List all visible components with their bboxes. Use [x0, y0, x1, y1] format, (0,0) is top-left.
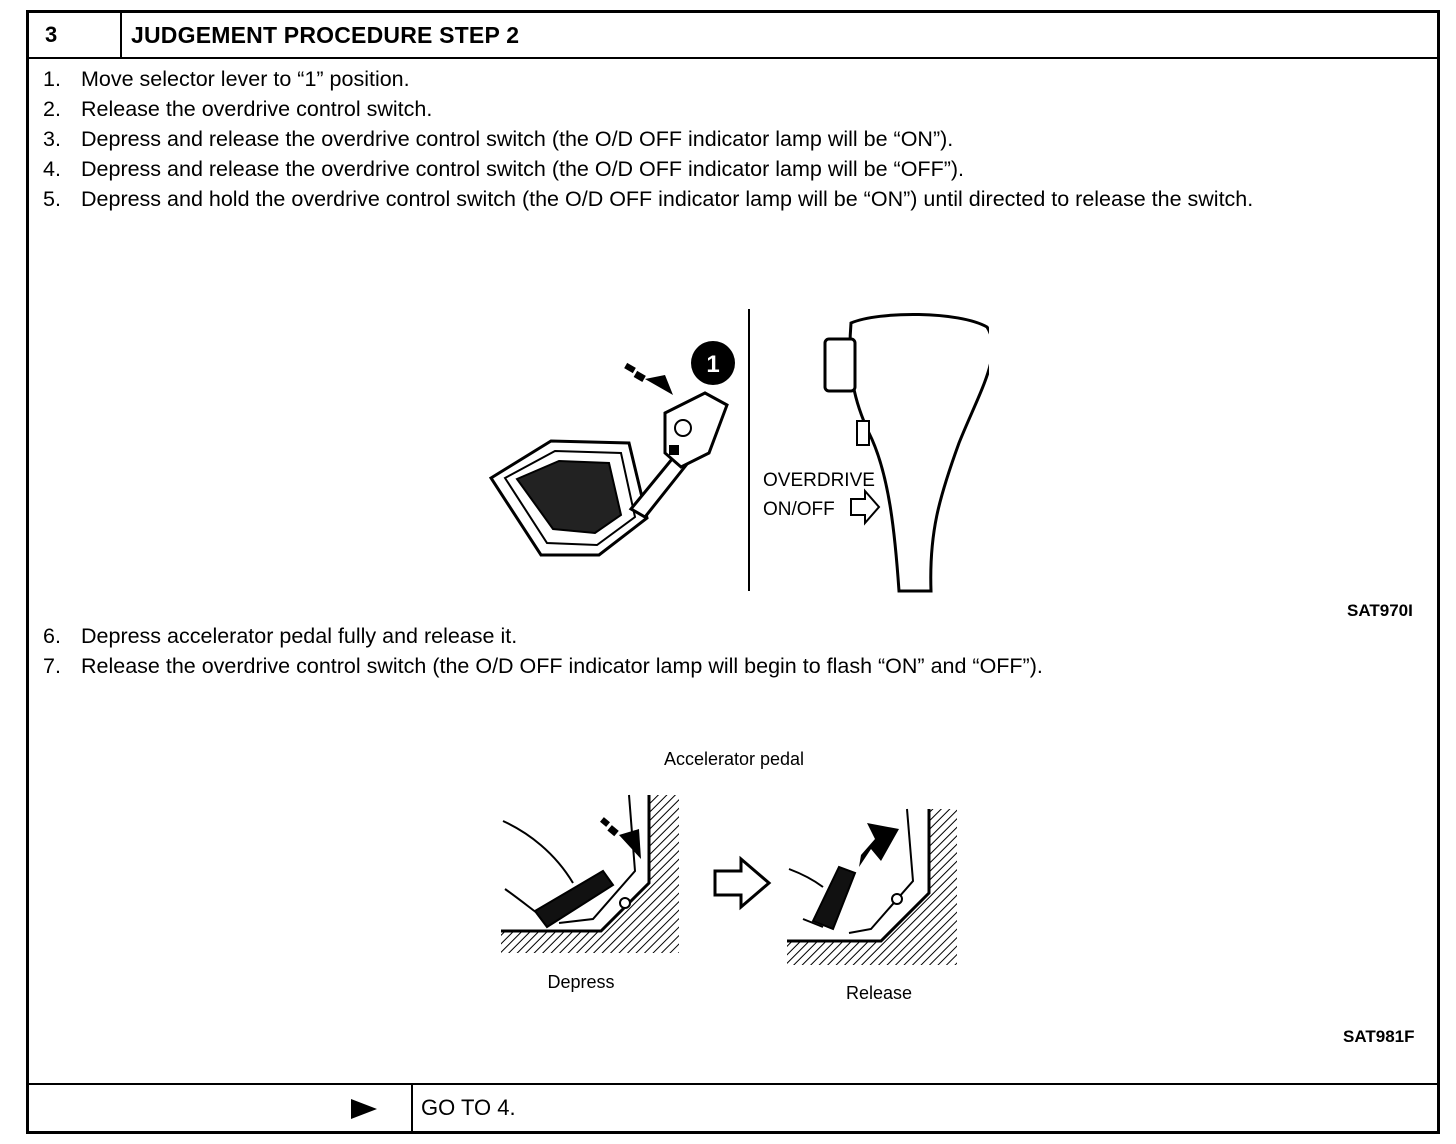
- step-num: 4.: [43, 157, 61, 181]
- list-item: 1. Move selector lever to “1” position.: [43, 64, 1421, 94]
- accelerator-pedal-figure: Accelerator pedal Depress Release: [501, 749, 957, 1003]
- depress-label: Depress: [547, 972, 614, 992]
- step-text: Depress and hold the overdrive control s…: [81, 187, 1254, 211]
- figure-code: SAT981F: [1343, 1027, 1415, 1046]
- list-item: 6. Depress accelerator pedal fully and re…: [43, 621, 1421, 651]
- play-arrow-icon: [351, 1099, 377, 1119]
- transition-arrow-icon: [713, 855, 772, 911]
- table-header: 3 JUDGEMENT PROCEDURE STEP 2: [29, 13, 1437, 59]
- list-item: 4. Depress and release the overdrive cont…: [43, 154, 1421, 184]
- step-number: 3: [29, 13, 122, 57]
- pedal-pressed-icon: [533, 869, 615, 929]
- step-text: Move selector lever to “1” position.: [81, 67, 410, 91]
- step-text: Release the overdrive control switch (th…: [81, 654, 1043, 678]
- knob-button-icon: [823, 337, 857, 393]
- pedal-released-icon: [811, 865, 857, 931]
- step-num: 5.: [43, 187, 61, 211]
- list-item: 2. Release the overdrive control switch.: [43, 94, 1421, 124]
- list-item: 5. Depress and hold the overdrive control…: [43, 184, 1421, 214]
- step-num: 7.: [43, 654, 61, 678]
- step-list-2: 6. Depress accelerator pedal fully and re…: [43, 621, 1421, 681]
- outline-arrow-icon: [850, 488, 881, 526]
- step-text: Depress accelerator pedal fully and rele…: [81, 624, 518, 648]
- step-num: 3.: [43, 127, 61, 151]
- step-list-1: 1. Move selector lever to “1” position. 2…: [43, 64, 1421, 214]
- depress-arrow-icon: [600, 817, 641, 859]
- od-switch-icon: [856, 420, 870, 446]
- onoff-label: ON/OFF: [763, 499, 835, 520]
- list-item: 7. Release the overdrive control switch (…: [43, 651, 1421, 681]
- step-num: 6.: [43, 624, 61, 648]
- release-arrow-icon: [859, 823, 899, 867]
- page-title: JUDGEMENT PROCEDURE STEP 2: [131, 22, 520, 48]
- step-num: 2.: [43, 97, 61, 121]
- shift-knob-icon: [848, 313, 989, 593]
- step-text: Depress and release the overdrive contro…: [81, 157, 964, 181]
- list-item: 3. Depress and release the overdrive cont…: [43, 124, 1421, 154]
- procedure-table: 3 JUDGEMENT PROCEDURE STEP 2 1. Move sele…: [26, 10, 1440, 1134]
- figure-code: SAT970I: [1347, 601, 1413, 620]
- lever-knob-icon: [663, 391, 729, 469]
- step-text: Release the overdrive control switch.: [81, 97, 433, 121]
- floor-hatch-icon: [501, 795, 679, 953]
- callout-badge-icon: [691, 341, 735, 385]
- release-label: Release: [846, 983, 912, 1003]
- table-footer: GO TO 4.: [29, 1083, 1437, 1133]
- overdrive-label: OVERDRIVE: [763, 470, 875, 491]
- callout-badge-number: 1: [706, 351, 719, 378]
- press-arrow-icon: [624, 362, 673, 395]
- figure-title: Accelerator pedal: [664, 749, 804, 769]
- step-num: 1.: [43, 67, 61, 91]
- goto-link[interactable]: GO TO 4.: [421, 1095, 516, 1120]
- step-text: Depress and release the overdrive contro…: [81, 127, 954, 151]
- selector-lever-figure: 1 OVERDRIVE ON/OFF: [488, 309, 989, 593]
